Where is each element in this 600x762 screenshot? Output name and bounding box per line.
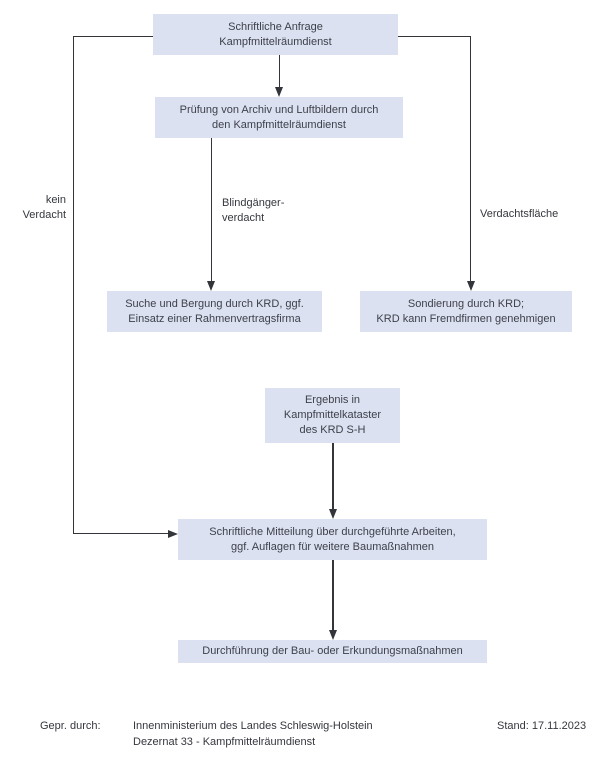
- footer-organization: Innenministerium des Landes Schleswig-Ho…: [133, 718, 373, 750]
- footer-org-line1: Innenministerium des Landes Schleswig-Ho…: [133, 720, 373, 732]
- edge-label-blindgaenger-verdacht: Blindgänger- verdacht: [222, 197, 285, 224]
- node-durchfuehrung-baumassnahmen: Durchführung der Bau- oder Erkundungsmaß…: [178, 640, 487, 663]
- edge-label-kein-verdacht: kein Verdacht: [22, 194, 66, 221]
- edge-kein-verdacht-vertical: [72, 35, 74, 534]
- footer-org-line2: Dezernat 33 - Kampfmittelräumdienst: [133, 736, 316, 748]
- arrowhead-to-durchfuehrung: [328, 630, 337, 640]
- arrowhead-to-suche: [207, 281, 215, 291]
- node-ergebnis-kampfmittelkataster: Ergebnis in Kampfmittelkataster des KRD …: [265, 388, 400, 443]
- edge-anfrage-right-top: [398, 35, 471, 37]
- edge-ergebnis-to-mitteilung: [332, 443, 334, 510]
- edge-verdachtsflaeche-vertical: [469, 35, 471, 283]
- footer-stand-date: Stand: 17.11.2023: [497, 720, 587, 732]
- edge-mitteilung-to-durchfuehrung: [332, 560, 334, 631]
- arrowhead-to-mitteilung: [328, 509, 337, 519]
- node-pruefung-archiv-luftbilder: Prüfung von Archiv und Luftbildern durch…: [155, 97, 403, 138]
- node-suche-und-bergung: Suche und Bergung durch KRD, ggf. Einsat…: [107, 291, 322, 332]
- node-sondierung: Sondierung durch KRD; KRD kann Fremdfirm…: [360, 291, 572, 332]
- edge-kein-verdacht-bottom: [72, 532, 169, 534]
- edge-anfrage-left-top: [73, 35, 153, 37]
- arrowhead-to-mitteilung-left: [168, 529, 178, 538]
- node-schriftliche-mitteilung: Schriftliche Mitteilung über durchgeführ…: [178, 519, 487, 560]
- edge-anfrage-to-pruefung: [278, 55, 280, 88]
- edge-label-verdachtsflaeche: Verdachtsfläche: [480, 208, 559, 220]
- node-schriftliche-anfrage: Schriftliche Anfrage Kampfmittelräumdien…: [153, 14, 398, 55]
- footer-gepr-label: Gepr. durch:: [40, 720, 101, 732]
- edge-blindgaenger-vertical: [210, 138, 212, 282]
- arrowhead-to-sondierung: [466, 281, 475, 291]
- arrowhead-to-pruefung: [275, 87, 283, 97]
